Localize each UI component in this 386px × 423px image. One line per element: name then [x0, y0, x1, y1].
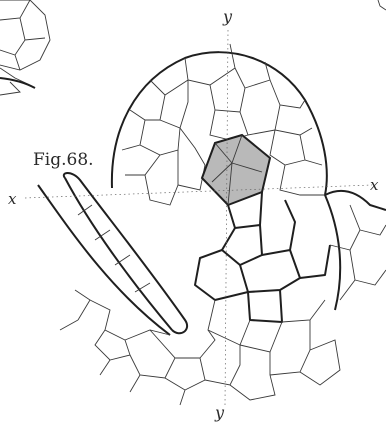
- figure-label: Fig.68.: [33, 150, 94, 170]
- top-right-corner-fragment: [378, 0, 386, 10]
- y-axis-line: [225, 30, 228, 405]
- right-tissue-outline: [325, 195, 340, 310]
- basal-cell-network: [60, 290, 340, 405]
- top-left-cell-fragment: [0, 0, 50, 95]
- left-appendage: [38, 173, 187, 335]
- axis-label-right-x: x: [370, 176, 379, 194]
- shaded-central-cells: [202, 135, 270, 205]
- thick-walled-tissue: [195, 192, 386, 352]
- axis-label-left-x: x: [8, 190, 17, 208]
- axis-label-bottom-y: y: [214, 403, 225, 422]
- x-axis-line: [25, 185, 372, 198]
- axis-label-top-y: y: [222, 7, 233, 26]
